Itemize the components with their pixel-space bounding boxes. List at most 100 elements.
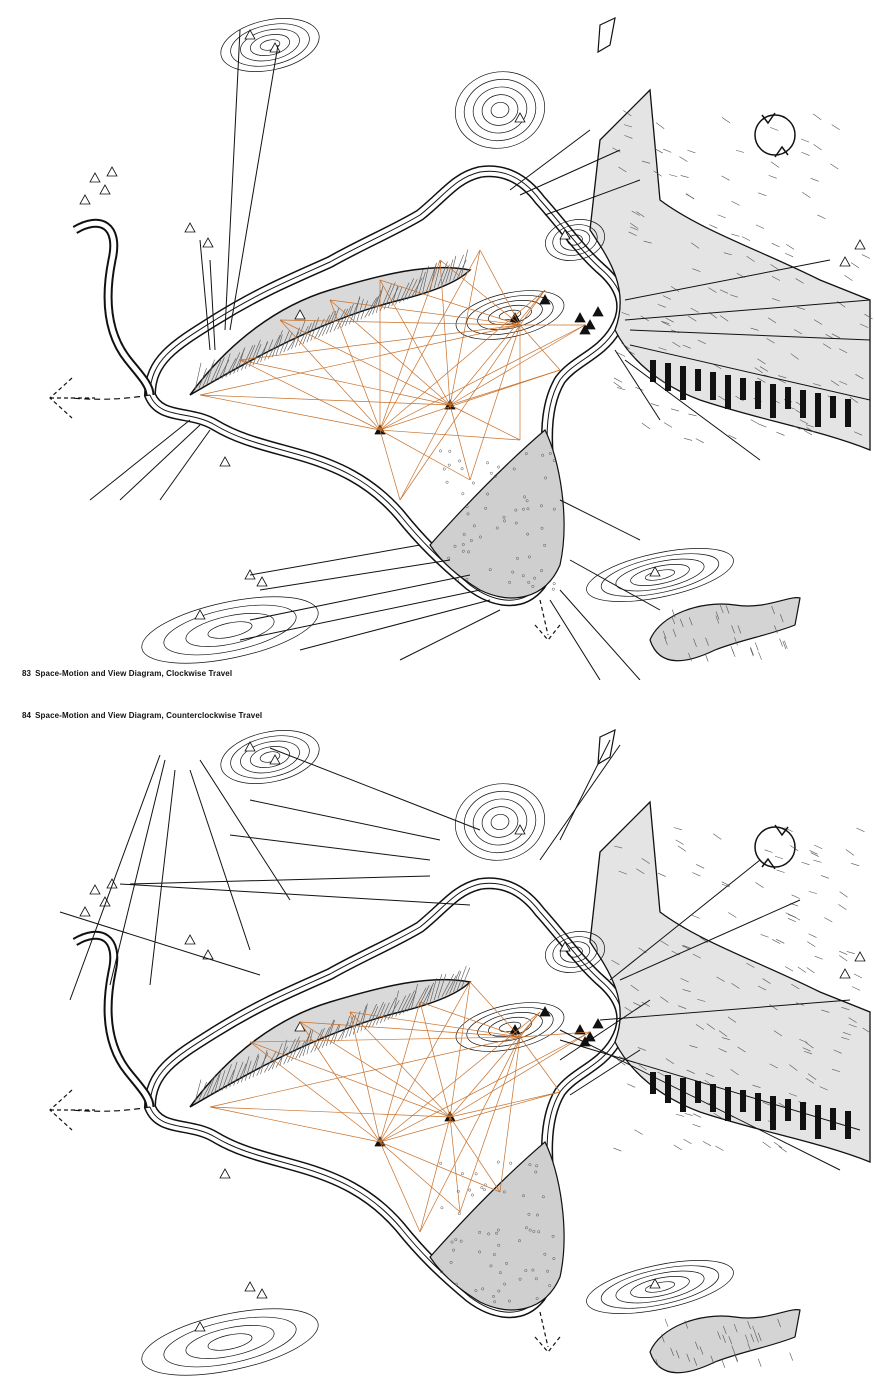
district-hatch — [687, 150, 695, 153]
travel-direction-symbol — [755, 113, 795, 157]
district-hatch — [736, 150, 744, 152]
district-hatch — [742, 237, 750, 241]
exit-road-dashed — [70, 1107, 150, 1111]
external-view-line — [150, 770, 175, 985]
central-hill-contour — [463, 289, 556, 342]
external-view-line — [270, 748, 480, 830]
district-hatch — [718, 215, 726, 218]
district-hatch — [815, 956, 823, 959]
stipple — [446, 481, 448, 483]
building-block — [770, 1096, 776, 1130]
northwest-hill-contour — [248, 743, 291, 771]
district-hatch — [802, 192, 810, 197]
exterior-viewpoint — [80, 195, 90, 204]
district-hatch — [674, 1145, 682, 1150]
external-view-line — [230, 835, 430, 860]
building-block — [665, 363, 671, 391]
interior-sight-line — [450, 405, 520, 440]
southeast-hill-contour — [598, 1257, 723, 1316]
building-block — [845, 1111, 851, 1139]
interior-sight-line — [240, 360, 450, 405]
stipple — [439, 450, 441, 452]
district-hatch — [709, 225, 717, 229]
district-hatch — [774, 1142, 782, 1148]
district-hatch — [779, 1146, 787, 1152]
external-view-line — [260, 560, 450, 590]
exterior-viewpoint — [840, 969, 850, 978]
north-hill-contour — [490, 101, 511, 120]
district-hatch — [679, 157, 687, 162]
exterior-viewpoint — [220, 457, 230, 466]
district-hatch — [785, 966, 793, 971]
exterior-viewpoint — [855, 952, 865, 961]
stipple — [462, 492, 464, 494]
peninsula-hatch — [783, 641, 786, 649]
south-hill-contour — [160, 595, 301, 664]
north-hill-contour — [448, 775, 552, 868]
district-hatch — [798, 967, 806, 972]
interior-sight-line — [520, 1037, 560, 1092]
district-hatch — [851, 263, 859, 268]
exit-arrow — [50, 1090, 95, 1130]
stipple — [449, 450, 451, 452]
stipple — [475, 1173, 477, 1175]
district-hatch — [830, 164, 838, 169]
district-hatch — [713, 834, 721, 840]
stipple — [471, 1194, 473, 1196]
stipple — [461, 468, 463, 470]
district-hatch — [703, 1141, 711, 1145]
district-hatch — [663, 149, 671, 152]
interior-sight-line — [380, 430, 470, 480]
district-hatch — [844, 275, 852, 280]
interior-sight-line — [380, 280, 520, 325]
exterior-viewpoint — [257, 577, 267, 586]
exterior-viewpoint — [195, 610, 205, 619]
stipple — [461, 1172, 463, 1174]
stipple — [490, 472, 492, 474]
south-exit-arrow — [535, 1312, 560, 1352]
hatched-terrain — [190, 802, 871, 1310]
building-block — [755, 381, 761, 409]
southeast-hill-contour — [629, 1272, 691, 1302]
southeast-peninsula — [650, 1310, 800, 1373]
northwest-hill-contour — [227, 729, 314, 785]
interior-sight-line — [420, 1117, 450, 1232]
district-hatch — [770, 127, 778, 130]
south-hill-contour — [136, 1296, 324, 1388]
peninsula-hatch — [755, 643, 758, 651]
external-view-line — [250, 800, 440, 840]
stipple — [486, 462, 488, 464]
district-hatch — [756, 225, 764, 229]
district-hatch — [674, 828, 682, 830]
district-hatch — [686, 194, 694, 198]
travel-direction-symbol — [755, 825, 795, 869]
exit-road-dashed — [70, 395, 150, 399]
south-hill-contour — [183, 607, 277, 653]
district-hatch — [692, 1124, 700, 1127]
building-block — [740, 1090, 746, 1112]
external-view-line — [120, 425, 200, 500]
district-hatch — [681, 175, 689, 177]
district-hatch — [751, 420, 759, 424]
district-hatch — [613, 1148, 621, 1151]
southeast-hill-contour — [613, 1265, 707, 1310]
interior-sight-line — [380, 430, 400, 500]
district-hatch — [801, 862, 809, 865]
district-hatch — [809, 934, 817, 938]
interior-sight-line — [470, 982, 520, 1037]
stipple — [509, 1162, 511, 1164]
district-hatch — [792, 895, 800, 899]
interior-sight-line — [380, 370, 560, 430]
district-hatch — [814, 845, 822, 849]
district-hatch — [693, 1114, 701, 1118]
interior-sight-line — [420, 1002, 450, 1117]
building-block — [815, 393, 821, 427]
southeast-hill-contour — [582, 1250, 738, 1324]
district-hatch — [664, 423, 672, 428]
diagram-counterclockwise — [0, 712, 874, 1395]
interior-sight-line — [450, 1117, 500, 1192]
interior-sight-line — [350, 1012, 520, 1037]
clockwise-arrowhead — [775, 147, 788, 157]
district-hatch — [811, 178, 819, 181]
interior-sight-line — [240, 360, 380, 430]
